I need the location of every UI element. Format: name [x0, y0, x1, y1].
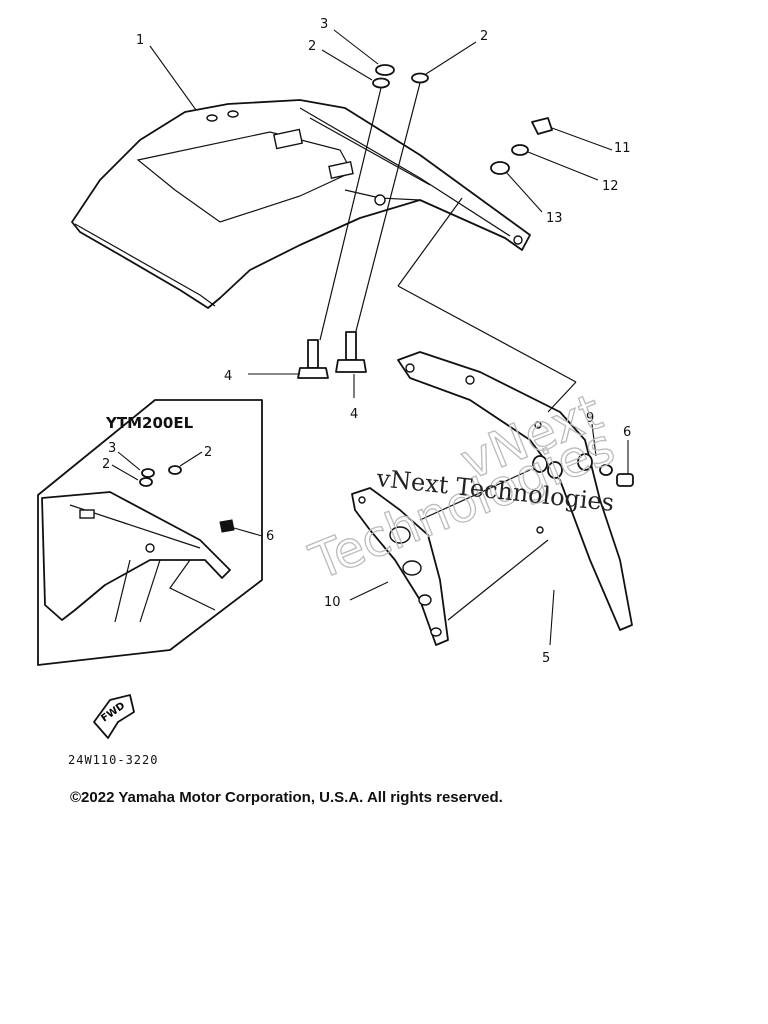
callout-11: 11	[614, 141, 631, 156]
assembly-lines	[397, 197, 577, 621]
washer-nut-set	[319, 64, 429, 341]
callout-4-bottom: 4	[350, 407, 358, 422]
callout-2-left: 2	[308, 39, 316, 54]
callout-labels: 1 3 2 2 4 4 11 12 13 9 6 10 5 YTM200EL 3…	[102, 17, 631, 666]
callout-5: 5	[542, 651, 550, 666]
callout-9: 9	[586, 411, 594, 426]
callout-3: 3	[320, 17, 328, 32]
bolts	[297, 331, 367, 379]
inset-callout-2-left: 2	[102, 457, 110, 472]
callout-2-right: 2	[480, 29, 488, 44]
callout-4-left: 4	[224, 369, 232, 384]
copyright-notice: ©2022 Yamaha Motor Corporation, U.S.A. A…	[70, 789, 503, 806]
fasteners-right	[490, 117, 553, 175]
inset-title: YTM200EL	[105, 414, 194, 432]
callout-6: 6	[623, 425, 631, 440]
inset-panel	[37, 399, 263, 666]
inset-callout-6: 6	[266, 529, 274, 544]
bracket	[397, 351, 634, 631]
fwd-arrow-icon: FWD	[93, 694, 135, 739]
inset-callout-2-right: 2	[204, 445, 212, 460]
callout-13: 13	[546, 211, 563, 226]
callout-10: 10	[324, 595, 341, 610]
reference-code: 24W110-3220	[68, 753, 158, 767]
inset-callout-3: 3	[108, 441, 116, 456]
callout-1: 1	[136, 33, 144, 48]
leader-lines	[111, 29, 629, 646]
callout-12: 12	[602, 179, 619, 194]
side-plate	[351, 487, 449, 646]
fender	[71, 99, 531, 309]
